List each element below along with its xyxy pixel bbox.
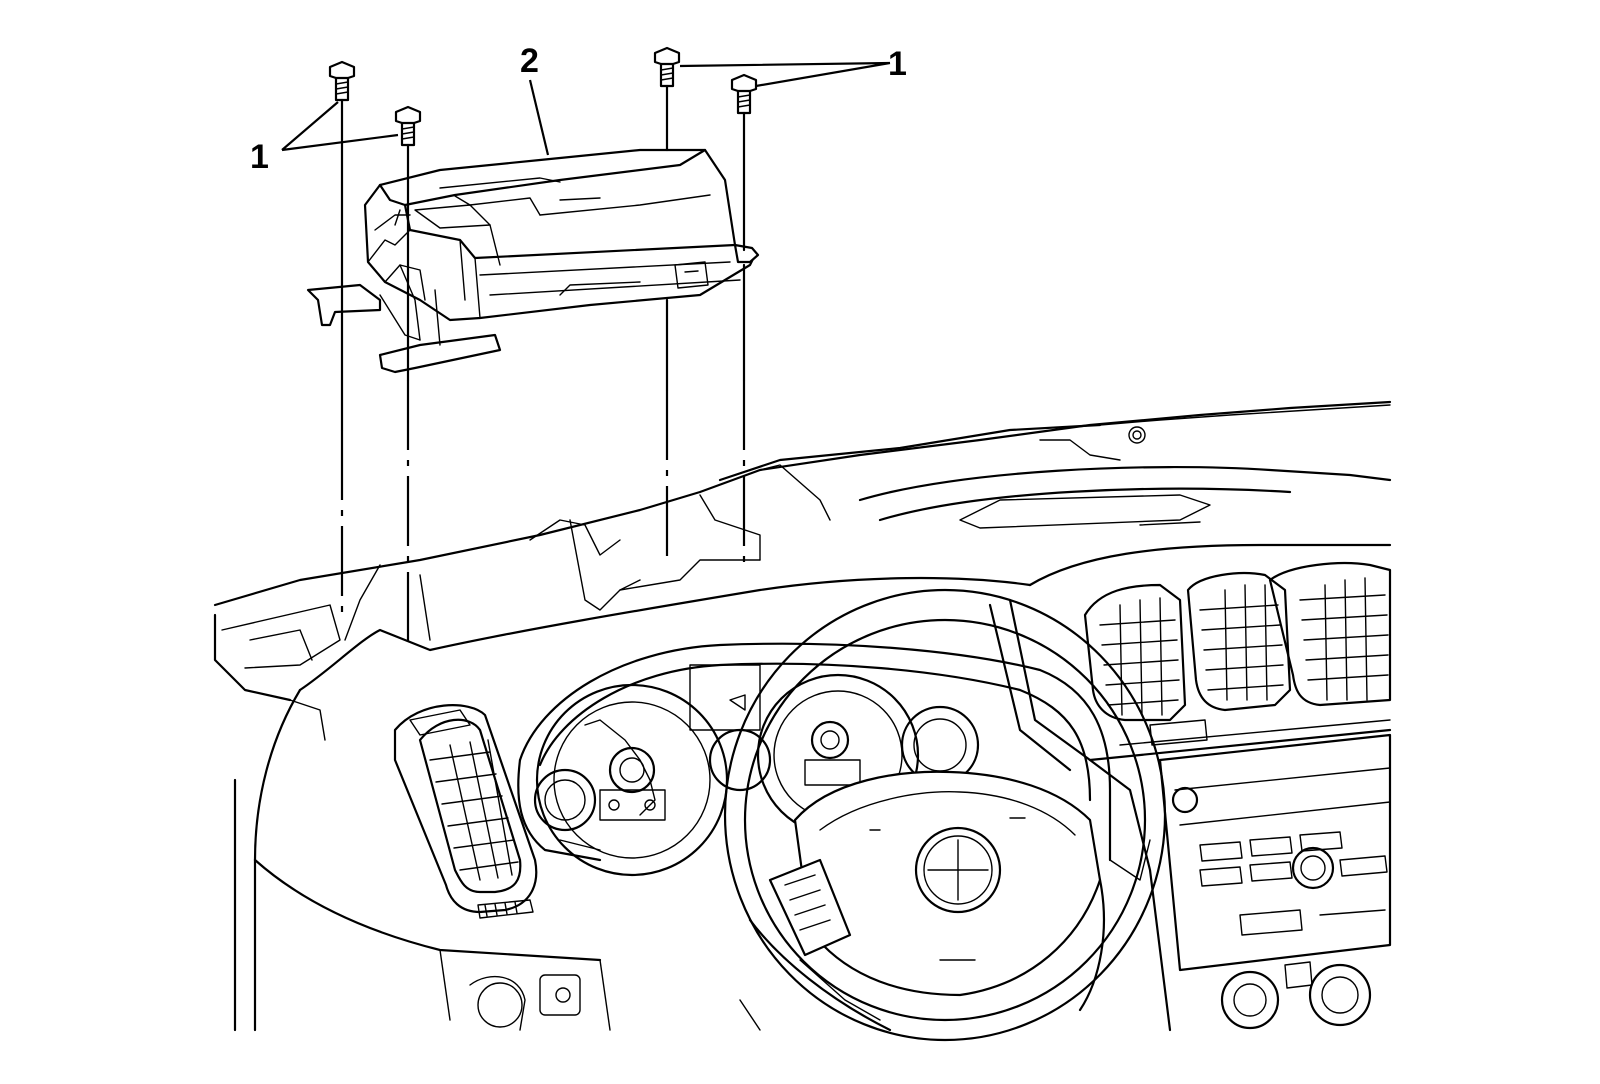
center-vent-middle [1186,572,1292,712]
instrument-panel [213,400,1392,1032]
center-vent-left [1083,583,1208,746]
center-stack [988,543,1392,1032]
fastener-screw [730,73,758,115]
fastener-screw [394,105,422,147]
callout-fasteners-left: 1 [250,138,269,176]
climate-controls [1220,961,1372,1030]
center-vent-right [1268,562,1392,707]
fastener-group [328,46,758,650]
steering-wheel [723,588,1167,1042]
radio-head-unit [1158,733,1392,972]
electronic-module [306,148,760,374]
callout-fasteners-right: 1 [888,45,907,83]
callout-module: 2 [520,42,539,80]
fastener-screw [653,46,681,88]
fastener-screw [328,60,356,102]
callout-leaders [281,61,891,156]
left-air-vent [393,704,538,919]
